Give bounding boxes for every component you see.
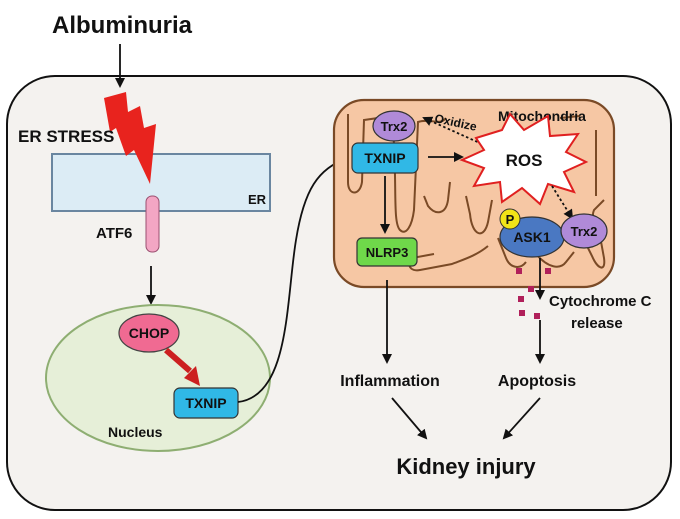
- trx2-top-node: [372, 110, 416, 142]
- mito-cristae: [347, 114, 606, 272]
- lightning-icon: [104, 92, 156, 184]
- ros-oxidize-trx2-arrow: [422, 116, 483, 145]
- ros-starburst: [459, 112, 589, 206]
- nlrp3-label: NLRP3: [366, 245, 409, 260]
- phosphate-badge: [499, 208, 521, 230]
- phosphate-label: P: [506, 212, 515, 227]
- er-stress-label: ER STRESS: [18, 127, 114, 146]
- chop-node: [118, 313, 180, 353]
- cytochrome-label-line2: release: [571, 315, 623, 332]
- trx2-bottom-label: Trx2: [571, 224, 598, 239]
- ask1-label: ASK1: [513, 229, 551, 245]
- txnip-mito-label: TXNIP: [364, 150, 405, 166]
- cytochrome-label-line1: Cytochrome C: [549, 293, 652, 310]
- chop-label: CHOP: [129, 325, 169, 341]
- txnip-mito-node: [351, 142, 419, 174]
- chop-to-txnip-arrowhead: [184, 366, 200, 386]
- er-compartment: [51, 153, 271, 212]
- mitochondria-label: Mitochondria: [498, 108, 586, 124]
- ros-label: ROS: [506, 151, 543, 170]
- atf6-shape: [145, 195, 160, 253]
- ros-to-trx2-arrow: [551, 185, 574, 220]
- chop-to-txnip-arrow: [164, 347, 192, 374]
- er-label: ER: [248, 192, 267, 207]
- apoptosis-to-injury-arrow: [502, 397, 541, 440]
- txnip-nucleus-label: TXNIP: [185, 395, 226, 411]
- nlrp3-node: [356, 237, 418, 267]
- cytochrome-c-dots: [516, 268, 551, 319]
- inflammation-to-injury-arrow: [391, 397, 428, 440]
- albuminuria-label: Albuminuria: [52, 12, 193, 39]
- trx2-top-label: Trx2: [381, 119, 408, 134]
- trx2-bottom-node: [560, 213, 608, 249]
- kidney-injury-label: Kidney injury: [396, 454, 536, 479]
- txnip-translocation-arrow: [237, 155, 350, 403]
- apoptosis-label: Apoptosis: [498, 373, 576, 390]
- inflammation-label: Inflammation: [340, 373, 440, 390]
- txnip-nucleus-node: [173, 387, 239, 419]
- nucleus-label: Nucleus: [108, 424, 163, 440]
- atf6-label: ATF6: [96, 225, 132, 242]
